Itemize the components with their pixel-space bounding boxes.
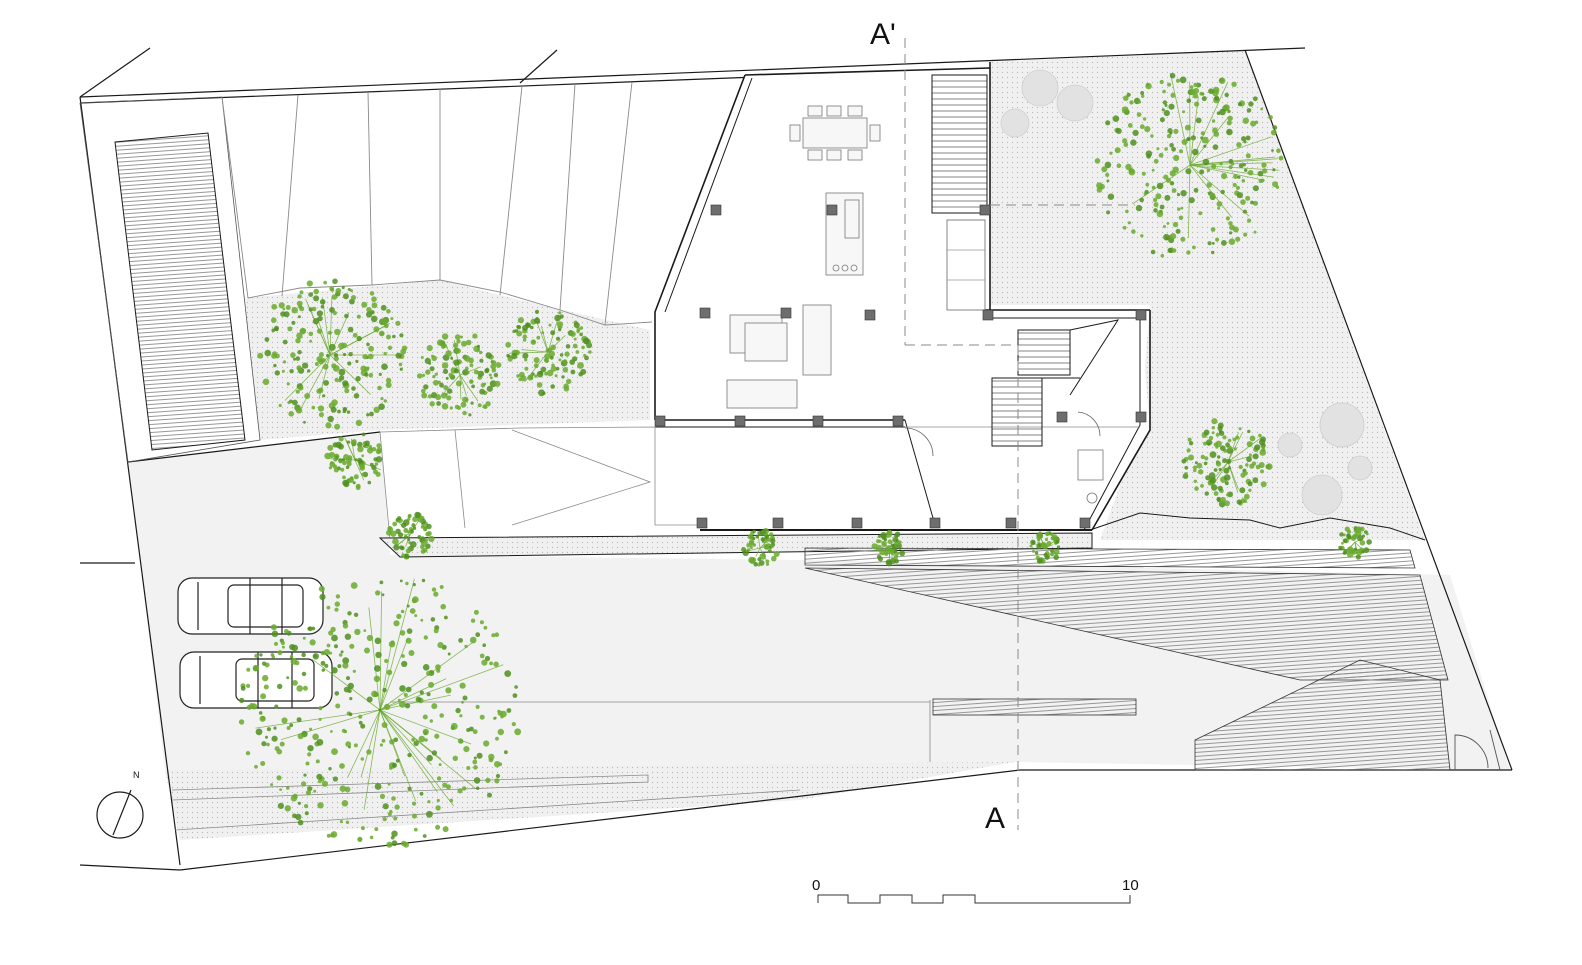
kitchen-counter (946, 219, 986, 311)
trees (238, 72, 1372, 848)
section-line (904, 38, 1135, 830)
section-label-bottom: A (985, 802, 1005, 835)
stair-top (931, 74, 988, 214)
section-label-top: A' (870, 18, 896, 51)
driveway (128, 432, 1510, 800)
tree-canopy (505, 309, 593, 397)
tree-canopy (238, 578, 522, 848)
tree-canopy (417, 333, 502, 417)
stair-upper (1017, 329, 1071, 376)
grey-trees (1000, 69, 1373, 516)
columns (654, 204, 1147, 529)
north-label: N (133, 770, 140, 780)
dining-table (789, 105, 881, 161)
north-arrow: N (96, 770, 144, 839)
tree-canopy (386, 511, 435, 560)
living-furniture (726, 304, 832, 409)
pergola (221, 81, 653, 326)
tree-canopy (741, 528, 780, 567)
ramp-roofs (171, 567, 1501, 831)
scale-bar: 0 10 (812, 877, 1139, 904)
tree-canopy (1029, 531, 1061, 564)
front-strip (165, 762, 1015, 840)
tree-canopy (1338, 526, 1372, 560)
scale-label-start: 0 (812, 877, 820, 894)
tree-canopy (257, 278, 408, 430)
stair-lower (991, 377, 1043, 447)
car-top (177, 577, 324, 635)
tree-canopy (871, 529, 905, 567)
scale-label-end: 10 (1122, 877, 1139, 894)
right-garden (990, 50, 1425, 540)
terrace-band (378, 512, 1426, 569)
tree-canopy (1094, 72, 1284, 258)
tree-canopy (1181, 418, 1273, 508)
boundary-lines (79, 47, 1513, 871)
tree-canopy (324, 432, 383, 491)
house (379, 62, 1151, 541)
car-bottom (179, 651, 333, 709)
left-shed (79, 96, 261, 463)
